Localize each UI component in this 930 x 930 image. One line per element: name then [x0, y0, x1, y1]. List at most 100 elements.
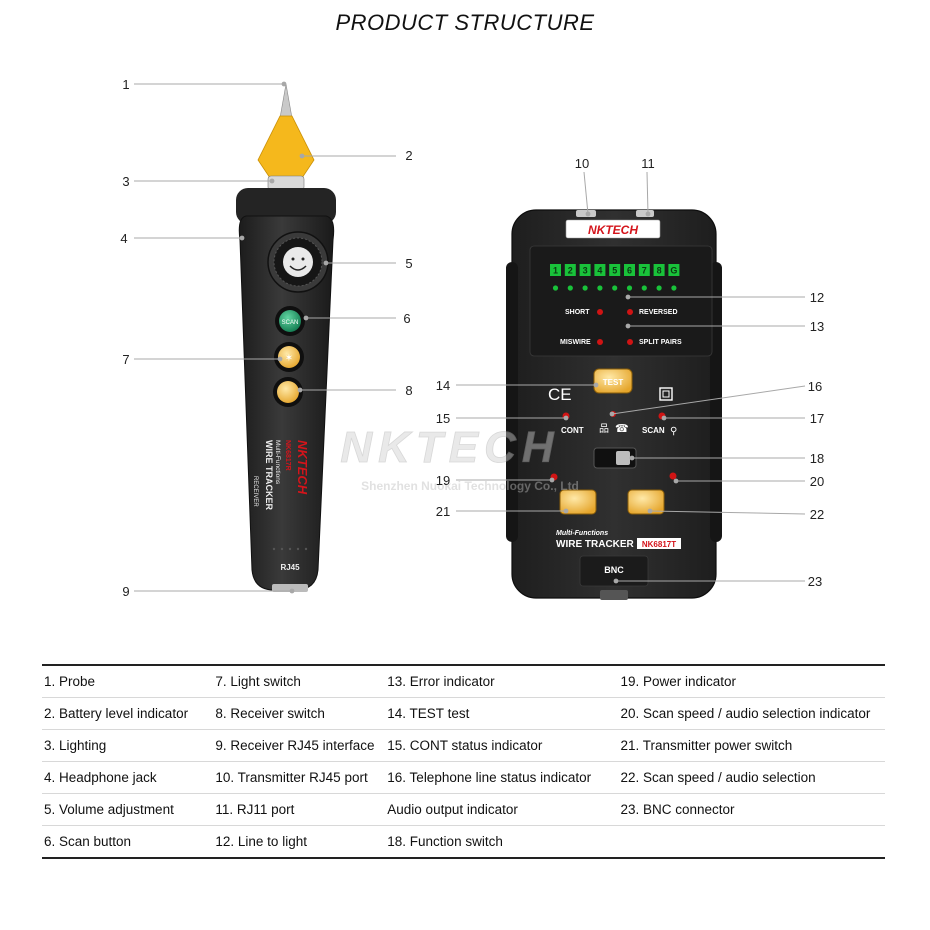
callout-leader-dot: [269, 178, 275, 184]
scan-label: SCAN: [642, 426, 665, 435]
legend-cell: 3. Lighting: [42, 729, 214, 762]
callout-leader-dot: [645, 211, 651, 217]
callout-leader-dot: [303, 315, 309, 321]
callout-number: 23: [808, 574, 822, 589]
callout-number: 4: [120, 231, 127, 246]
svg-text:SCAN: SCAN: [282, 320, 299, 326]
port-number-box: [594, 264, 606, 276]
callout-leader-lines: [134, 81, 806, 594]
callout-number: 7: [122, 352, 129, 367]
port-number-label: G: [670, 266, 677, 276]
legend-cell: 21. Transmitter power switch: [618, 729, 885, 762]
port-number-label: 1: [553, 266, 558, 276]
port-number-label: 2: [568, 266, 573, 276]
receiver-vents: [272, 547, 308, 551]
legend-cell: 11. RJ11 port: [213, 793, 386, 826]
port-number-label: 8: [657, 266, 662, 276]
speed-select-button: [627, 489, 665, 515]
port-number-box: [638, 264, 650, 276]
callout-number: 18: [810, 451, 824, 466]
legend-cell: 16. Telephone line status indicator: [385, 761, 619, 794]
product-diagram: SCAN ✶ NKTECH NK6817R Multi-Functions WI…: [120, 77, 824, 600]
cont-label: CONT: [561, 426, 584, 435]
callout-number: 6: [403, 311, 410, 326]
port-led: [641, 285, 647, 291]
port-led-row: [552, 285, 677, 291]
callout-leader-dot: [299, 153, 305, 159]
port-number-box: [609, 264, 621, 276]
callout-number: 3: [122, 174, 129, 189]
callout-leader-dot: [673, 478, 679, 484]
callout-number: 16: [808, 379, 822, 394]
legend-cell: 14. TEST test: [385, 697, 619, 730]
legend-cell: 12. Line to light: [213, 825, 386, 859]
port-number-label: 4: [597, 266, 602, 276]
receiver-logo: NKTECH: [295, 440, 310, 495]
receiver-head: [236, 188, 336, 224]
transmitter-line2: WIRE TRACKER: [556, 539, 635, 550]
network-icon: 品: [599, 423, 609, 435]
bnc-label: BNC: [604, 565, 624, 575]
short-label: SHORT: [565, 309, 590, 316]
legend-cell: 1. Probe: [42, 664, 214, 698]
port-led: [671, 285, 677, 291]
callout-leader-dot: [289, 588, 295, 594]
callout-leader-dot: [563, 415, 569, 421]
port-number-box: [579, 264, 591, 276]
legend-cell: 8. Receiver switch: [213, 697, 386, 730]
legend-cell: [618, 825, 885, 859]
receiver-line1: Multi-Functions: [274, 440, 281, 485]
miswire-label: MISWIRE: [560, 339, 591, 346]
speed-led: [669, 472, 677, 480]
split-led: [627, 339, 633, 345]
port-number-box: [624, 264, 635, 276]
probe-tip: [279, 83, 293, 119]
callout-leader-dot: [661, 415, 667, 421]
callout-leader-line: [611, 385, 806, 415]
callout-leader-line: [646, 171, 649, 215]
receiver-model: NK6817R: [284, 440, 291, 471]
receiver-line2: WIRE TRACKER: [264, 440, 274, 510]
callout-leader-dot: [647, 508, 653, 514]
split-pairs-label: SPLIT PAIRS: [639, 339, 682, 346]
callout-leader-dot: [585, 211, 591, 217]
legend-cell: 20. Scan speed / audio selection indicat…: [618, 697, 885, 730]
callout-number: 17: [810, 411, 824, 426]
legend-cell: 5. Volume adjustment: [42, 793, 214, 826]
callout-number: 1: [122, 77, 129, 92]
legend-cell: 15. CONT status indicator: [385, 729, 619, 762]
legend-cell: 7. Light switch: [213, 664, 386, 698]
callout-number: 13: [810, 319, 824, 334]
lighting-lens: [267, 175, 305, 191]
bnc-connector: [600, 590, 628, 600]
callout-leader-dot: [613, 578, 619, 584]
callout-leader-line: [583, 171, 589, 215]
callout-leader-dot: [609, 411, 615, 417]
callout-number: 5: [405, 256, 412, 271]
port-number-box: [550, 264, 561, 276]
callout-number: 15: [436, 411, 450, 426]
legend-cell: 13. Error indicator: [385, 664, 619, 698]
transmitter-line1: Multi-Functions: [556, 530, 608, 537]
legend-cell: 9. Receiver RJ45 interface: [213, 729, 386, 762]
svg-text:TEST: TEST: [603, 378, 624, 387]
port-number-box: [653, 264, 665, 276]
legend-cell: 23. BNC connector: [618, 793, 885, 826]
status-panel: [529, 245, 713, 357]
legend-cell: Audio output indicator: [385, 793, 619, 826]
callout-leader-dot: [239, 235, 245, 241]
callout-leader-dot: [593, 382, 599, 388]
callout-number: 9: [122, 584, 129, 599]
callout-leader-dot: [625, 323, 631, 329]
power-switch-button: [559, 489, 597, 515]
reversed-label: REVERSED: [639, 309, 678, 316]
legend-cell: 2. Battery level indicator: [42, 697, 214, 730]
transmitter-logo: NKTECH: [588, 223, 638, 237]
double-insulation-mark: [659, 387, 673, 401]
callout-leader-dot: [323, 260, 329, 266]
short-led: [597, 309, 603, 315]
